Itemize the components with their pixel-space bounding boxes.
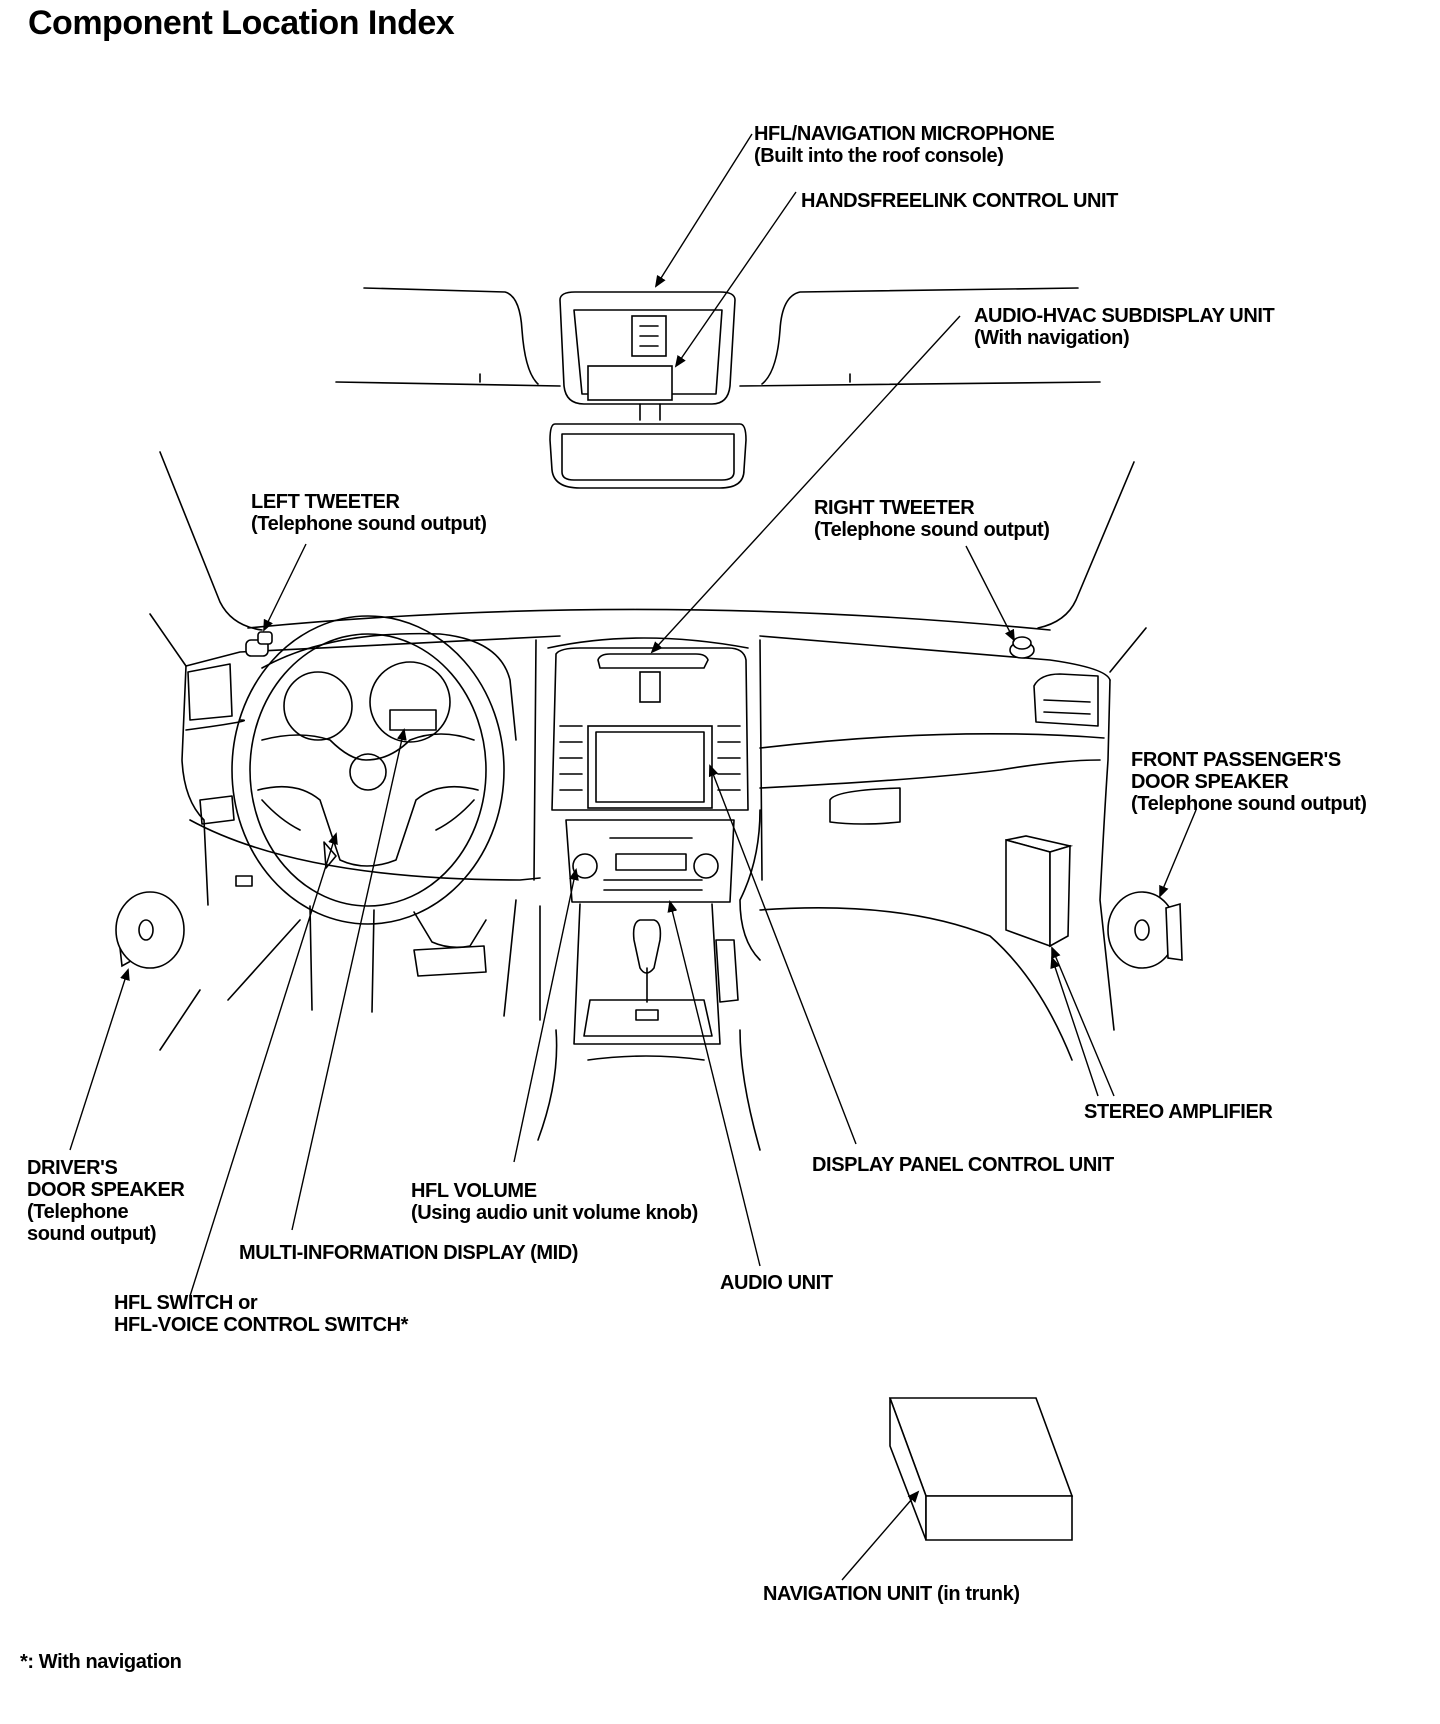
label-line: DOOR SPEAKER <box>1131 771 1289 793</box>
label-line: DRIVER'S <box>27 1157 118 1179</box>
audio-unit <box>565 819 735 903</box>
label-stereo-amplifier: STEREO AMPLIFIER <box>1084 1101 1273 1123</box>
stereo-amplifier <box>1005 835 1074 948</box>
rear-view-mirror <box>549 403 747 489</box>
footnote-text: *: With navigation <box>20 1651 182 1673</box>
label-left-tweeter: LEFT TWEETER (Telephone sound output) <box>251 491 487 535</box>
label-handsfreelink-control-unit: HANDSFREELINK CONTROL UNIT <box>801 190 1118 212</box>
label-line: (Using audio unit volume knob) <box>411 1202 698 1224</box>
glove-box <box>829 787 901 825</box>
label-line: HFL-VOICE CONTROL SWITCH* <box>114 1314 409 1336</box>
label-line: HFL SWITCH or <box>114 1292 258 1314</box>
label-line: DOOR SPEAKER <box>27 1179 185 1201</box>
leader-lines <box>69 133 1197 1581</box>
label-line: NAVIGATION UNIT (in trunk) <box>763 1583 1020 1605</box>
label-hfl-volume: HFL VOLUME (Using audio unit volume knob… <box>411 1180 698 1224</box>
label-line: STEREO AMPLIFIER <box>1084 1101 1273 1123</box>
label-multi-information-display: MULTI-INFORMATION DISPLAY (MID) <box>239 1242 578 1264</box>
label-line: AUDIO-HVAC SUBDISPLAY UNIT <box>974 305 1275 327</box>
label-right-tweeter: RIGHT TWEETER (Telephone sound output) <box>814 497 1050 541</box>
footnote: *: With navigation <box>20 1651 182 1673</box>
label-line: MULTI-INFORMATION DISPLAY (MID) <box>239 1242 579 1264</box>
dashboard <box>181 635 1115 1061</box>
label-line: DISPLAY PANEL CONTROL UNIT <box>812 1154 1114 1176</box>
label-line: (Telephone <box>27 1201 129 1223</box>
label-line: sound output) <box>27 1223 157 1245</box>
label-line: HFL VOLUME <box>411 1180 537 1202</box>
navigation-unit <box>888 1397 1074 1541</box>
label-line: (With navigation) <box>974 327 1130 349</box>
steering-column-pedals <box>159 899 541 1051</box>
right-vent <box>1033 673 1099 727</box>
label-line: HANDSFREELINK CONTROL UNIT <box>801 190 1119 212</box>
label-hfl-navigation-microphone: HFL/NAVIGATION MICROPHONE (Built into th… <box>754 123 1055 167</box>
label-driver-door-speaker: DRIVER'S DOOR SPEAKER (Telephone sound o… <box>27 1157 185 1245</box>
label-display-panel-control-unit: DISPLAY PANEL CONTROL UNIT <box>812 1154 1114 1176</box>
driver-door-speaker <box>115 891 185 969</box>
front-passenger-door-speaker <box>1107 891 1183 969</box>
label-front-passenger-door-speaker: FRONT PASSENGER'S DOOR SPEAKER (Telephon… <box>1131 749 1367 815</box>
steering-wheel <box>231 615 505 925</box>
label-line: (Telephone sound output) <box>251 513 487 535</box>
label-navigation-unit: NAVIGATION UNIT (in trunk) <box>763 1583 1020 1605</box>
label-audio-hvac-subdisplay-unit: AUDIO-HVAC SUBDISPLAY UNIT (With navigat… <box>974 305 1275 349</box>
label-line: LEFT TWEETER <box>251 491 400 513</box>
right-tweeter <box>1009 636 1035 659</box>
center-stack <box>551 647 749 811</box>
page-title: Component Location Index <box>28 4 455 42</box>
headliner-outline <box>335 287 1101 387</box>
windshield-pillars <box>149 451 1147 673</box>
label-line: HFL/NAVIGATION MICROPHONE <box>754 123 1055 145</box>
label-line: (Telephone sound output) <box>814 519 1050 541</box>
label-line: RIGHT TWEETER <box>814 497 975 519</box>
left-vent <box>187 663 253 887</box>
label-audio-unit: AUDIO UNIT <box>720 1272 833 1294</box>
label-hfl-switch: HFL SWITCH or HFL-VOICE CONTROL SWITCH* <box>114 1292 408 1336</box>
instrument-cluster <box>261 632 517 743</box>
label-line: (Telephone sound output) <box>1131 793 1367 815</box>
handsfreelink-control-unit <box>587 365 673 401</box>
label-line: AUDIO UNIT <box>720 1272 833 1294</box>
label-line: FRONT PASSENGER'S <box>1131 749 1341 771</box>
left-tweeter <box>245 631 273 657</box>
label-line: (Built into the roof console) <box>754 145 1004 167</box>
center-console <box>537 903 761 1151</box>
